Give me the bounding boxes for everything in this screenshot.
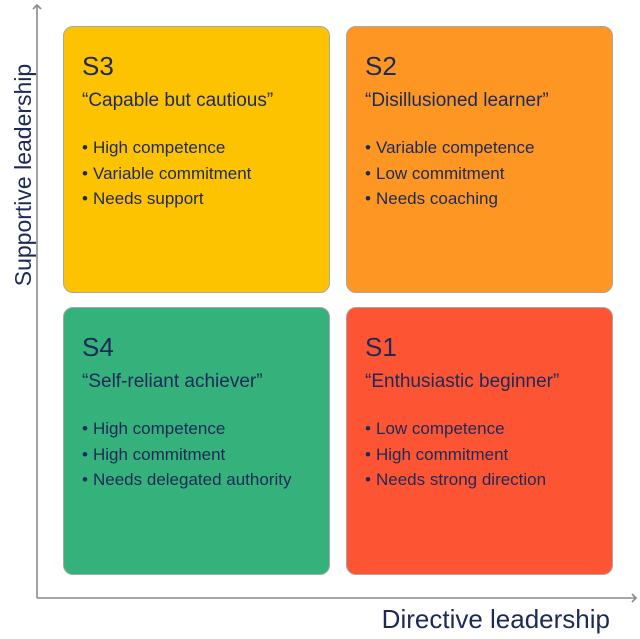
quadrant-s2: S2 “Disillusioned learner” • Variable com…	[346, 26, 613, 293]
bullet-text: High commitment	[376, 444, 509, 464]
bullet-item: •High commitment	[365, 442, 596, 468]
bullet-text: High competence	[93, 419, 226, 438]
bullet-list: •Variable competence •Low commitment •Ne…	[365, 135, 596, 212]
bullet-item: •Low commitment	[365, 161, 596, 187]
bullet-item: • High competence	[82, 416, 313, 442]
quadrant-code: S3	[82, 51, 114, 81]
bullet-dot: •	[82, 163, 88, 183]
quadrant-title: “Enthusiastic beginner”	[365, 371, 560, 392]
bullet-item: • Needs delegated authority	[82, 467, 313, 493]
quadrant-s3: S3 “Capable but cautious” • High competen…	[63, 26, 330, 293]
quadrant-code: S1	[365, 332, 397, 362]
quadrant-title: “Capable but cautious”	[82, 90, 274, 111]
bullet-text: Low commitment	[376, 163, 505, 183]
bullet-text: Low competence	[376, 419, 505, 438]
bullet-text: Variable competence	[376, 138, 535, 157]
bullet-dot: •	[365, 470, 371, 489]
bullet-item: • Low competence	[365, 416, 596, 442]
bullet-text: Needs strong direction	[376, 470, 547, 489]
bullet-item: • Needs coaching	[365, 186, 596, 212]
bullet-item: • Needs support	[82, 186, 313, 212]
quadrant-s1: S1 “Enthusiastic beginner” • Low competen…	[346, 307, 613, 575]
bullet-dot: •	[365, 444, 371, 464]
bullet-dot: •	[365, 163, 371, 183]
quadrant-s4: S4 “Self-reliant achiever” • High compete…	[63, 307, 330, 575]
bullet-text: Needs support	[93, 189, 204, 208]
quadrant-title: “Disillusioned learner”	[365, 90, 549, 111]
bullet-item: • High competence	[82, 135, 313, 161]
bullet-dot: •	[82, 444, 88, 464]
bullet-dot: •	[82, 138, 88, 157]
bullet-list: •High competence •Variable commitment •N…	[82, 135, 313, 212]
bullet-dot: •	[82, 189, 88, 208]
bullet-text: Variable commitment	[93, 163, 252, 183]
bullet-dot: •	[365, 189, 371, 208]
quadrant-title: “Self-reliant achiever”	[82, 371, 263, 392]
bullet-text: Needs coaching	[376, 189, 498, 208]
quadrant-code: S2	[365, 51, 397, 81]
bullet-text: Needs delegated authority	[93, 470, 292, 489]
bullet-dot: •	[82, 470, 88, 489]
bullet-list: •Low competence •High commitment •Needs …	[365, 416, 596, 493]
bullet-item: • Needs strong direction	[365, 467, 596, 493]
y-axis-label: Supportive leadership	[10, 63, 36, 287]
x-axis-label: Directive leadership	[381, 604, 610, 634]
quadrant-code: S4	[82, 332, 114, 362]
bullet-item: •Variable commitment	[82, 161, 313, 187]
bullet-item: • Variable competence	[365, 135, 596, 161]
bullet-dot: •	[365, 419, 371, 438]
bullet-item: •High commitment	[82, 442, 313, 468]
bullet-text: High competence	[93, 138, 226, 157]
bullet-dot: •	[82, 419, 88, 438]
bullet-text: High commitment	[93, 444, 226, 464]
bullet-list: •High competence •High commitment •Needs…	[82, 416, 313, 493]
bullet-dot: •	[365, 138, 371, 157]
